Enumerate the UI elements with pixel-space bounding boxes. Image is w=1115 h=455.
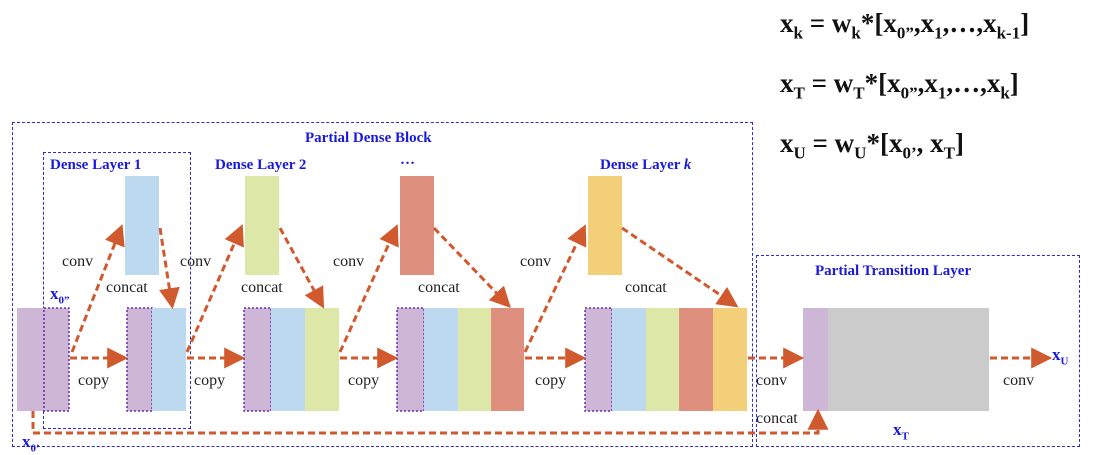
dense-layer-k-output [588,176,622,275]
dl3-concat-green [458,308,491,411]
label-concat-2: concat [241,279,283,296]
var-x0-prime: x0’ [22,432,40,455]
dl2-concat-purple [243,307,272,412]
dl3-concat-purple [396,307,425,412]
partial-dense-block-frame [12,122,753,447]
concat-down-arrow-2 [278,227,325,309]
conv-up-arrow-1 [70,224,125,353]
label-concat-4: concat [625,279,667,296]
label-copy-4: copy [535,372,567,389]
equation-xt: xT = wT*[x0”,x1,…,xk] [780,68,1019,103]
dlk-concat-red [679,308,713,411]
partial-transition-layer-frame [756,255,1080,447]
label-concat-1: concat [106,279,148,296]
input-x0-dblprime-block [43,307,70,412]
dense-layer-ellipsis-title: … [400,152,415,168]
dense-layer-1-output [125,176,159,275]
equation-xu: xU = wU*[x0’, xT] [780,128,964,163]
var-xt: xT [893,420,909,443]
dense-layer-3-output [400,176,434,275]
label-conv-5: conv [756,372,788,389]
dl3-concat-red [491,308,524,411]
concat-down-arrow-3 [432,226,511,309]
label-copy-2: copy [194,372,226,389]
label-conv-2: conv [180,253,212,270]
label-conv-6: conv [1003,372,1035,389]
input-x0-prime-block [17,308,44,411]
dense-layer-2-title: Dense Layer 2 [215,157,307,173]
dl2-concat-blue [271,308,305,411]
dl1-concat-blue [152,308,186,411]
var-x0-double-prime: x0” [50,284,70,307]
dlk-concat-green [646,308,679,411]
partial-transition-layer-title: Partial Transition Layer [815,263,972,279]
transition-purple [803,308,828,411]
conv-up-arrow-3 [338,224,399,353]
dlk-concat-blue [612,308,646,411]
bypass-x0-prime-arrow [31,408,829,435]
conv-up-arrow-4 [523,224,587,353]
dense-layer-1-frame [43,152,191,429]
dense-layer-1-title: Dense Layer 1 [50,157,142,173]
transition-gray [828,308,989,411]
dense-layer-2-output [245,176,279,275]
concat-down-arrow-4 [621,226,739,308]
dlk-concat-purple [584,307,613,412]
dl2-concat-green [305,308,339,411]
label-conv-3: conv [333,253,365,270]
dense-layer-k-title: Dense Layer k [600,157,692,173]
dlk-concat-yellow [713,308,747,411]
label-copy-1: copy [78,372,110,389]
partial-dense-block-title: Partial Dense Block [305,130,432,146]
label-conv-1: conv [62,253,94,270]
concat-down-arrow-1 [158,227,180,310]
var-xu: xU [1052,345,1069,368]
label-concat-3: concat [418,279,460,296]
label-copy-3: copy [348,372,380,389]
equation-xk: xk = wk*[x0”,x1,…,xk-1] [780,8,1030,43]
dl1-concat-purple [126,307,153,412]
dl3-concat-blue [424,308,458,411]
label-conv-4: conv [520,253,552,270]
conv-up-arrow-2 [185,224,244,353]
label-concat-5: concat [756,410,798,427]
